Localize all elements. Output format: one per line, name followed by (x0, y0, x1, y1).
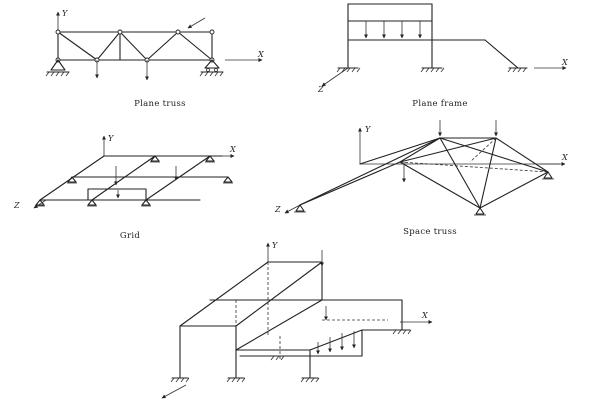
grid-figure: Y X Z Grid (13, 134, 236, 241)
plane-frame-figure: Z X Plane frame (317, 3, 568, 109)
grid-z-axis (33, 199, 47, 209)
grid-y-label: Y (108, 134, 114, 143)
space-frame-z-axis (161, 384, 187, 399)
plane-frame-x-label: X (561, 58, 568, 67)
plane-truss-web-members (57, 31, 213, 61)
plane-frame-fixed-support (336, 67, 361, 73)
plane-truss-joints (55, 29, 215, 63)
plane-truss-x-label: X (257, 50, 264, 59)
plane-truss-y-label: Y (62, 9, 68, 18)
plane-frame-caption: Plane frame (412, 99, 467, 109)
grid-transverse-girders (39, 155, 211, 201)
space-truss-y-label: Y (365, 125, 371, 134)
plane-truss-caption: Plane truss (134, 99, 186, 109)
grid-z-label: Z (13, 201, 20, 210)
space-truss-x-label: X (561, 153, 568, 162)
space-truss-caption: Space truss (403, 227, 457, 237)
space-truss-z-label: Z (274, 205, 281, 214)
space-frame-tall-block (179, 261, 323, 379)
plane-truss-inclined-load (187, 17, 206, 29)
plane-truss-roller-support (199, 59, 224, 77)
space-frame-low-deck (235, 299, 403, 379)
plane-truss-pin-support (45, 59, 70, 77)
plane-truss-figure: Y X (45, 9, 264, 109)
grid-loaded-panel (87, 188, 147, 201)
space-frame-figure: Y X (161, 241, 433, 399)
space-frame-x-label: X (421, 311, 428, 320)
plane-frame-distributed-load (364, 21, 422, 39)
plane-frame-fixed-support (420, 67, 445, 73)
plane-frame-fixed-support (507, 67, 528, 73)
space-truss-supports (294, 171, 554, 216)
grid-x-label: X (229, 145, 236, 154)
space-frame-y-label: Y (272, 241, 278, 250)
space-truss-figure: Y X Z (274, 120, 568, 237)
space-truss-z-axis (284, 204, 301, 214)
plane-frame-sloped-member (484, 39, 519, 69)
grid-caption: Grid (120, 231, 140, 241)
plane-frame-z-axis (321, 67, 349, 87)
space-frame-distributed-load (316, 331, 356, 355)
space-frame-fixed-supports (170, 329, 412, 383)
grid-supports (35, 155, 233, 207)
space-truss-members (299, 137, 549, 209)
plane-frame-z-label: Z (317, 85, 324, 94)
